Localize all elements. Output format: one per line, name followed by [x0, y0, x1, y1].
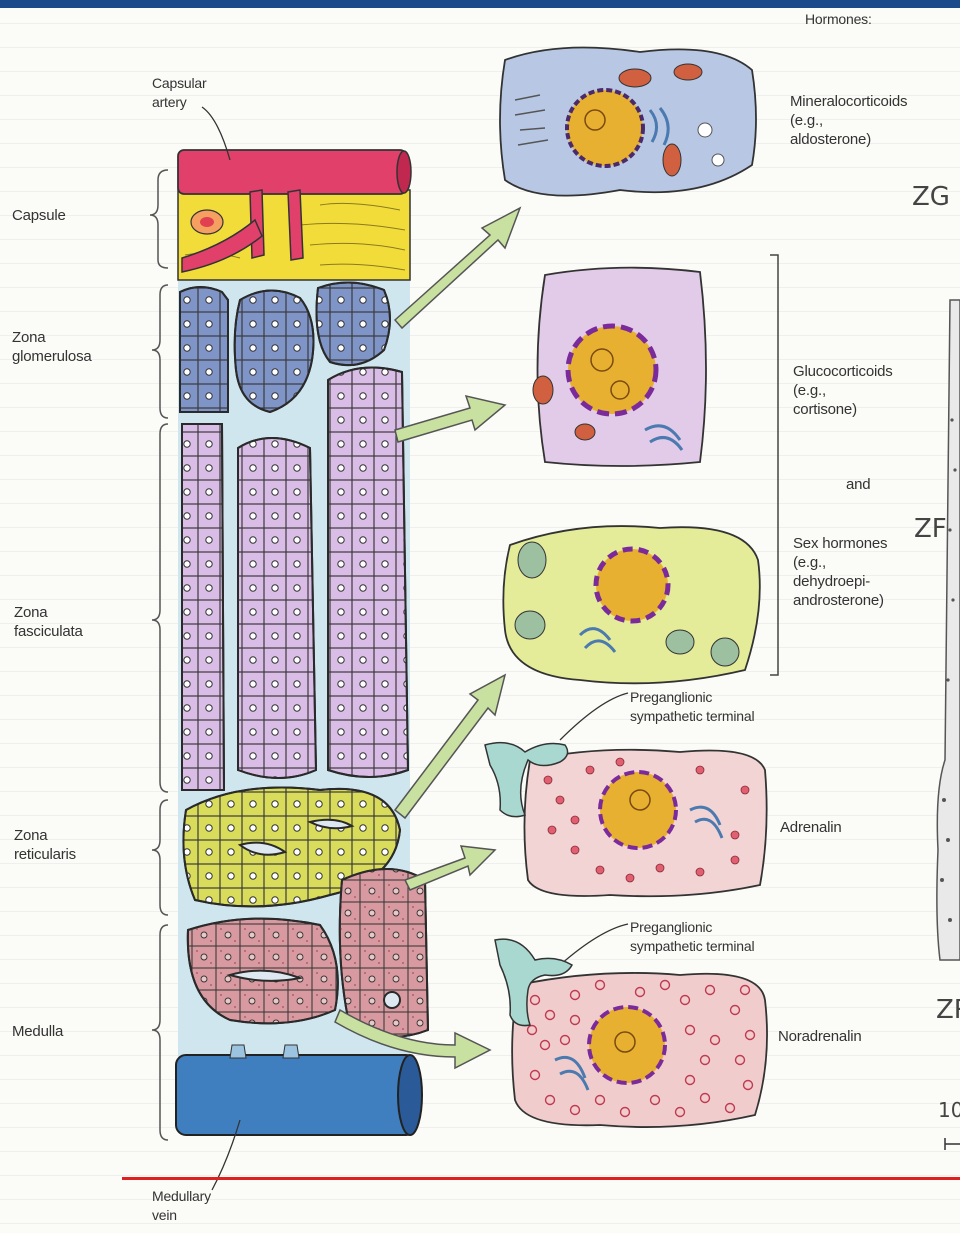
cell-zona-reticularis	[503, 526, 759, 683]
sex-hormones-label: Sex hormones (e.g., dehydroepi- androste…	[793, 534, 887, 610]
noradrenalin-label: Noradrenalin	[778, 1027, 861, 1046]
arrow-adrenalin	[405, 846, 495, 890]
scale-bar-partial	[945, 1138, 960, 1150]
cell-medulla-adrenalin	[524, 750, 766, 896]
arrow-glomerulosa	[395, 208, 520, 328]
terminal-2-leader	[560, 924, 628, 965]
preganglionic-terminal-label-2: Preganglionic sympathetic terminal	[630, 918, 754, 956]
capsule-label: Capsule	[12, 206, 66, 225]
capsular-artery-label: Capsular artery	[152, 74, 206, 112]
footer-red-rule	[122, 1177, 960, 1180]
zona-fasciculata-label: Zona fasciculata	[14, 603, 83, 641]
cell-zona-fasciculata	[533, 268, 706, 466]
terminal-1-leader	[560, 693, 628, 740]
glucocorticoid-sex-hormone-bracket	[770, 255, 778, 675]
zf-label: ZF	[914, 514, 947, 544]
scale-label-partial: 10	[938, 1098, 960, 1122]
adrenalin-label: Adrenalin	[780, 818, 842, 837]
and-label: and	[846, 475, 870, 494]
arrow-fasciculata	[395, 396, 505, 442]
zona-glomerulosa-label: Zona glomerulosa	[12, 328, 92, 366]
medullary-vein	[176, 1045, 422, 1135]
zona-reticularis-label: Zona reticularis	[14, 826, 76, 864]
glucocorticoids-label: Glucocorticoids (e.g., cortisone)	[793, 362, 893, 419]
mineralocorticoids-label: Mineralocorticoids (e.g., aldosterone)	[790, 92, 907, 149]
hormones-heading: Hormones:	[805, 10, 872, 29]
medullary-vein-label: Medullary vein	[152, 1187, 211, 1225]
cell-zona-glomerulosa	[500, 48, 756, 196]
medulla-label: Medulla	[12, 1022, 63, 1041]
zone-brackets	[150, 170, 168, 1140]
preganglionic-terminal-label-1: Preganglionic sympathetic terminal	[630, 688, 754, 726]
zr-label-partial: ZR	[936, 995, 960, 1025]
zg-label: ZG	[912, 182, 950, 212]
